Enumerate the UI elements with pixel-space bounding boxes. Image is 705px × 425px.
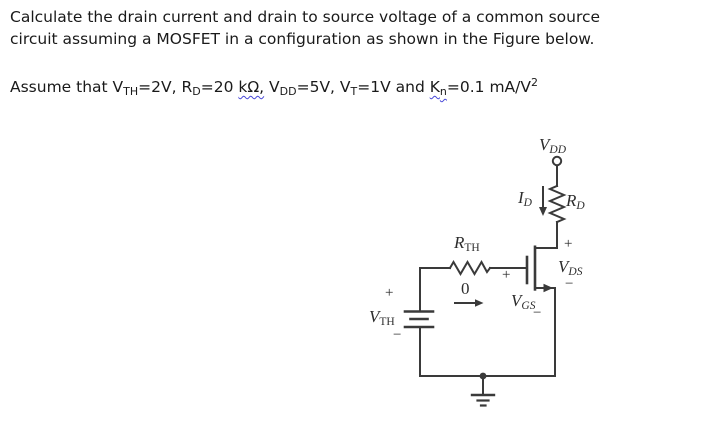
rth-label: RTH [454, 233, 480, 254]
assumption-segment: =1V and [357, 78, 430, 96]
vds-label: VDS [558, 257, 583, 278]
vdd-label: VDD [539, 135, 567, 156]
resistor-rd-zigzag [547, 184, 567, 224]
vth-label: VTH [369, 307, 395, 328]
assumption-segment: n [439, 85, 447, 98]
resistor-rth-zigzag [448, 259, 492, 276]
vdd-terminal-circle [551, 155, 563, 167]
problem-line-2: circuit assuming a MOSFET in a configura… [10, 30, 595, 48]
zero-current-arrowhead [475, 299, 484, 307]
wire-rth-to-battery [419, 267, 451, 312]
assumption-segment: 2 [530, 76, 538, 89]
assumption-segment: =20 [200, 78, 239, 96]
vgs-plus-sign: + [502, 267, 511, 283]
assumption-segment: T [350, 85, 358, 98]
zero-current-label: 0 [461, 279, 470, 298]
vth-minus-sign: − [393, 327, 402, 343]
assumption-segment: D [192, 85, 201, 98]
vth-plus-sign: + [385, 285, 394, 301]
assumption-segment: =0.1 mA/V [446, 78, 531, 96]
mosfet-source-arrowhead [543, 283, 553, 293]
vgs-minus-sign: − [533, 305, 542, 321]
vgs-label: VGS [511, 291, 536, 312]
vds-minus-sign: − [565, 276, 574, 292]
assumption-segment: DD [279, 85, 297, 98]
problem-statement: Calculate the drain current and drain to… [10, 6, 702, 50]
assumption-segment: Assume that V [10, 78, 124, 96]
assumption-segment: TH [123, 85, 139, 98]
id-current-arrowhead [539, 207, 547, 216]
assumption-segment: V [264, 78, 280, 96]
assumption-segment: kΩ, [238, 78, 265, 96]
problem-line-1: Calculate the drain current and drain to… [10, 8, 601, 26]
vds-plus-sign: + [564, 236, 573, 252]
id-label: ID [518, 188, 532, 209]
rd-label: RD [566, 191, 585, 212]
assumption-segment: K [429, 78, 440, 96]
assumption-segment: =5V, V [296, 78, 351, 96]
assumption-segment: =2V, R [138, 78, 193, 96]
assumptions-line: Assume that VTH=2V, RD=20 kΩ, VDD=5V, VT… [10, 72, 702, 103]
